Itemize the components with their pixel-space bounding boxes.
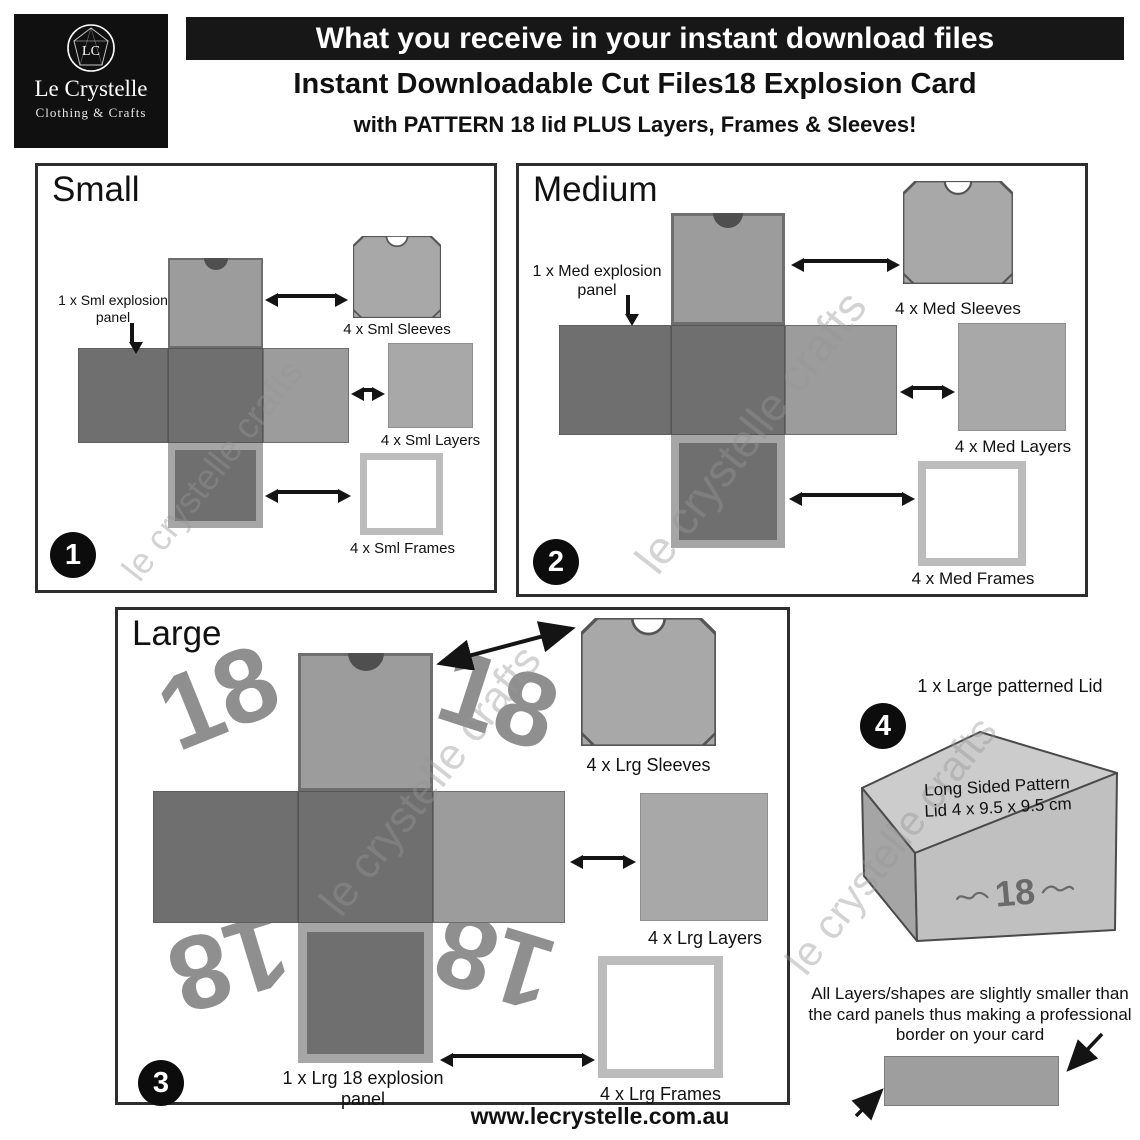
lid-front-decoration: 18 xyxy=(943,866,1086,920)
section-large-title: Large xyxy=(132,614,222,653)
double-arrow-icon xyxy=(351,387,385,401)
double-arrow-icon xyxy=(436,621,576,670)
layer-square xyxy=(958,323,1066,431)
explosion-center-panel xyxy=(298,791,433,923)
step-badge-3: 3 xyxy=(138,1060,184,1106)
thumb-notch xyxy=(347,653,384,671)
explosion-right-flap xyxy=(785,325,897,435)
explosion-top-flap xyxy=(671,213,785,325)
section-large: Large 18 18 18 18 4 x Lrg Sleeves 4 x Lr… xyxy=(115,607,790,1109)
explosion-top-flap xyxy=(168,258,263,348)
sleeves-label: 4 x Med Sleeves xyxy=(895,299,1021,318)
double-arrow-icon xyxy=(265,489,351,503)
double-arrow-icon xyxy=(440,1053,595,1067)
panel-annotation: 1 x Lrg 18 explosion panel xyxy=(282,1068,444,1110)
sleeves-label: 4 x Sml Sleeves xyxy=(343,321,451,338)
frames-label: 4 x Lrg Frames xyxy=(599,1084,722,1104)
border-example-swatch xyxy=(884,1056,1059,1106)
sleeve-icon xyxy=(353,236,441,318)
arrow-icon xyxy=(1066,1032,1104,1072)
brand-logo: LC Le Crystelle Clothing & Crafts xyxy=(14,14,168,148)
frames-label: 4 x Sml Frames xyxy=(349,540,455,557)
thumb-notch xyxy=(203,258,228,270)
header-banner: What you receive in your instant downloa… xyxy=(186,17,1124,60)
explosion-left-flap xyxy=(78,348,168,443)
layers-note: All Layers/shapes are slightly smaller t… xyxy=(808,984,1132,1045)
explosion-center-panel xyxy=(168,348,263,443)
step-badge-1: 1 xyxy=(50,532,96,578)
gem-monogram-icon: LC xyxy=(67,24,115,72)
frames-label: 4 x Med Frames xyxy=(911,569,1035,588)
panel-annotation: 1 x Sml explosion panel xyxy=(58,292,168,325)
double-arrow-icon xyxy=(900,385,955,399)
page-subtitle: with PATTERN 18 lid PLUS Layers, Frames … xyxy=(353,112,917,137)
patterned-lid-box xyxy=(861,731,1118,942)
step-badge-2: 2 xyxy=(533,539,579,585)
panel-annotation: 1 x Med explosion panel xyxy=(532,263,662,299)
section-small-title: Small xyxy=(52,170,140,209)
arrow-icon xyxy=(851,1088,884,1121)
step-badge-4: 4 xyxy=(860,703,906,749)
explosion-center-panel xyxy=(671,325,785,435)
svg-text:LC: LC xyxy=(82,44,100,59)
explosion-bottom-flap-framed xyxy=(298,923,433,1063)
website-url: www.lecrystelle.com.au xyxy=(470,1103,730,1129)
explosion-left-flap xyxy=(153,791,298,923)
brand-name: Le Crystelle xyxy=(34,76,148,101)
sleeve-icon xyxy=(903,181,1013,284)
double-arrow-icon xyxy=(791,258,900,272)
thumb-notch xyxy=(713,213,743,228)
layer-square xyxy=(640,793,768,921)
explosion-right-flap xyxy=(263,348,349,443)
frame-square xyxy=(598,956,723,1078)
double-arrow-icon xyxy=(789,492,915,506)
explosion-top-flap xyxy=(298,653,433,791)
layer-square xyxy=(388,343,473,428)
sleeve-icon xyxy=(581,618,716,746)
flourish-icon xyxy=(955,891,989,901)
sleeves-label: 4 x Lrg Sleeves xyxy=(586,755,711,775)
section-medium: Medium 1 x Med explosion panel 4 x Med S… xyxy=(516,163,1088,597)
page-title: Instant Downloadable Cut Files18 Explosi… xyxy=(293,68,977,100)
lid-number: 18 xyxy=(993,870,1037,915)
layers-label: 4 x Med Layers xyxy=(954,437,1072,456)
explosion-left-flap xyxy=(559,325,671,435)
explosion-bottom-flap-framed xyxy=(671,435,785,548)
down-arrow-icon xyxy=(625,295,639,326)
layers-label: 4 x Sml Layers xyxy=(380,432,481,449)
frame-square xyxy=(918,461,1026,566)
section-small: Small 1 x Sml explosion panel 4 x Sml Sl… xyxy=(35,163,497,593)
explosion-right-flap xyxy=(433,791,565,923)
flourish-icon xyxy=(1041,885,1075,894)
double-arrow-icon xyxy=(265,293,348,307)
brand-tagline: Clothing & Crafts xyxy=(35,105,147,120)
section-medium-title: Medium xyxy=(533,170,658,209)
frame-square xyxy=(360,453,443,535)
lid-heading: 1 x Large patterned Lid xyxy=(917,676,1103,696)
double-arrow-icon xyxy=(570,855,636,869)
layers-label: 4 x Lrg Layers xyxy=(647,928,763,948)
explosion-bottom-flap-framed xyxy=(168,443,263,528)
down-arrow-icon xyxy=(129,323,143,354)
